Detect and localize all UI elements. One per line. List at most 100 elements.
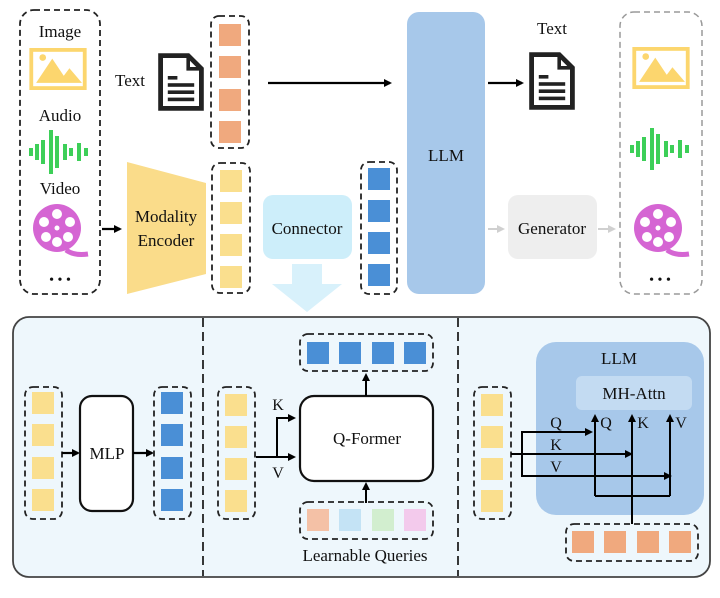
text-token: [219, 56, 241, 78]
mlp-output-token: [161, 392, 183, 414]
llm-token-border: [360, 161, 398, 295]
mlp-output-token: [161, 424, 183, 446]
llm-block: LLM: [407, 12, 485, 294]
learnable-query-token: [307, 509, 329, 531]
mh-attn-label: MH-Attn: [602, 384, 666, 403]
left-k-label: K: [550, 437, 562, 454]
qformer-k-label: K: [272, 397, 284, 414]
llm-label: LLM: [428, 146, 464, 165]
output-panel-border: [619, 11, 703, 295]
mlp-input-token: [32, 489, 54, 511]
llm-token: [368, 168, 390, 190]
output-document-icon: [532, 55, 573, 108]
video-reel-icon: [33, 204, 89, 257]
qformer-output-token: [372, 342, 394, 364]
mlp-output-border: [153, 386, 192, 520]
encoder-label-line1: Modality: [135, 207, 198, 226]
qformer-output-token: [307, 342, 329, 364]
modality-token-border: [211, 162, 251, 294]
cross-attention-section: LLM MH-Attn Q K V Q K V: [473, 342, 704, 562]
connector-label: Connector: [272, 219, 343, 238]
learnable-queries-label: Learnable Queries: [302, 546, 427, 565]
input-modalities-panel: Image Audio Video • • •: [19, 9, 101, 295]
cross-attn-input-token: [481, 490, 503, 512]
mlp-section: MLP: [24, 386, 192, 520]
mlp-output-token: [161, 457, 183, 479]
qformer-input-border: [217, 386, 256, 520]
qformer-k-arrow: [256, 414, 296, 458]
qformer-input-token: [225, 394, 247, 416]
generator-block: Generator: [508, 195, 597, 259]
qformer-output-token: [339, 342, 361, 364]
llm-token-sequence: [360, 161, 398, 295]
mlp-label: MLP: [90, 444, 125, 463]
text-token-input-border: [565, 523, 699, 562]
connector-block: Connector: [263, 195, 352, 259]
mlp-input-token: [32, 457, 54, 479]
q-wire: [521, 428, 593, 454]
image-label: Image: [39, 22, 81, 41]
mlp-input-token: [32, 424, 54, 446]
more-modalities-ellipsis: • • •: [49, 273, 71, 288]
cross-attn-input-token: [481, 394, 503, 416]
left-q-label: Q: [550, 415, 562, 432]
text-token: [219, 89, 241, 111]
qformer-input-token: [225, 490, 247, 512]
left-v-label: V: [550, 459, 562, 476]
modality-token: [220, 170, 242, 192]
qformer-input-token: [225, 458, 247, 480]
learnable-queries-border: [299, 501, 434, 540]
text-token-border: [210, 15, 250, 149]
modality-token: [220, 234, 242, 256]
qformer-output-border: [299, 333, 434, 372]
port-v-label: V: [675, 415, 687, 432]
video-label: Video: [40, 179, 81, 198]
inner-llm-label: LLM: [601, 349, 637, 368]
cross-attn-text-token: [669, 531, 691, 553]
qformer-section: K V Q-Former Learnable Queries: [217, 333, 435, 565]
port-k-label: K: [637, 415, 649, 432]
llm-token: [368, 232, 390, 254]
generator-label: Generator: [518, 219, 586, 238]
port-q-label: Q: [600, 415, 612, 432]
modality-token-sequence: [211, 162, 251, 294]
mlp-input-token: [32, 392, 54, 414]
llm-token: [368, 264, 390, 286]
document-icon: [161, 56, 202, 109]
cross-attn-text-token: [637, 531, 659, 553]
mh-attn-block: [576, 376, 692, 410]
text-token: [219, 121, 241, 143]
modality-token: [220, 202, 242, 224]
input-panel-border: [19, 9, 101, 295]
cross-attn-input-token: [481, 426, 503, 448]
output-modalities-panel: • • •: [619, 11, 703, 295]
image-icon: [29, 48, 87, 90]
mlp-output-token: [161, 489, 183, 511]
qformer-v-label: V: [272, 465, 284, 482]
text-token: [219, 24, 241, 46]
llm-token: [368, 200, 390, 222]
text-output-label: Text: [537, 19, 567, 38]
modality-token: [220, 266, 242, 288]
output-audio-waveform-icon: [630, 128, 689, 170]
output-more-ellipsis: • • •: [649, 273, 671, 288]
text-token-sequence: [210, 15, 250, 149]
qformer-label: Q-Former: [333, 429, 401, 448]
output-image-icon: [632, 47, 690, 89]
learnable-query-token: [404, 509, 426, 531]
connector-expand-arrow: [272, 264, 342, 312]
qformer-input-token: [225, 426, 247, 448]
learnable-query-token: [372, 509, 394, 531]
audio-label: Audio: [39, 106, 82, 125]
audio-waveform-icon: [29, 130, 88, 174]
cross-attn-text-token: [604, 531, 626, 553]
output-video-reel-icon: [634, 204, 690, 257]
learnable-query-token: [339, 509, 361, 531]
cross-attn-input-token: [481, 458, 503, 480]
cross-attn-text-token: [572, 531, 594, 553]
qformer-output-token: [404, 342, 426, 364]
modality-encoder: Modality Encoder: [127, 162, 206, 294]
v-wire: [521, 454, 672, 480]
text-input-label: Text: [115, 71, 145, 90]
